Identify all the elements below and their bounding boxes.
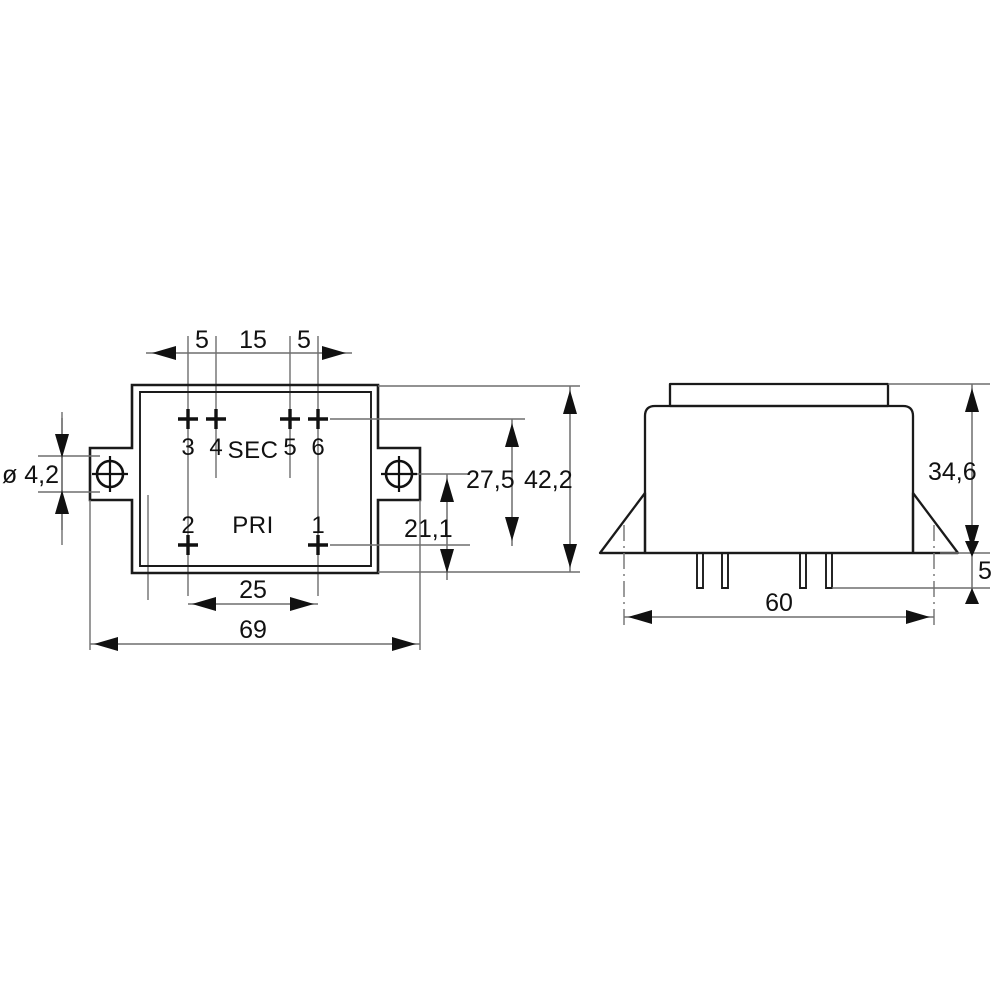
dim-21-1-arrow-top [440,478,454,502]
terminal-label-5: 5 [283,434,296,461]
terminal-label-1: 1 [311,512,324,539]
dim-42-2-arrow-top [563,390,577,414]
terminal-mark-6 [308,409,328,429]
front-pin-3 [799,553,807,589]
dim-60-arrow-right [906,610,930,624]
dim-label-hole-diameter: ø 4,2 [2,461,59,489]
dim-69-arrow-left [94,637,118,651]
terminal-label-2: 2 [181,512,194,539]
dim-label-42-2: 42,2 [524,466,573,494]
top-view-group: 3 4 5 6 2 1 SEC PRI 5 15 5 ø 4,2 [2,326,580,651]
terminal-mark-4 [206,409,226,429]
mounting-hole-right [381,456,417,492]
dim-27-5-group: 27,5 [466,419,519,546]
dim-25-arrow-right [290,597,314,611]
dim-hole-diameter: ø 4,2 [2,418,100,530]
dim-34-6-group: 34,6 [928,384,979,553]
dim-34-6-arrow-bottom [965,525,979,549]
dim-label-5-pin: 5 [978,557,992,585]
dim-42-2-group: 42,2 [524,386,577,572]
terminal-mark-3 [178,409,198,429]
dim-label-21-1: 21,1 [404,515,453,543]
terminal-marks-sec [178,409,328,429]
dim-label-69: 69 [239,616,267,644]
dim-42-2-arrow-bottom [563,544,577,568]
dim-34-6-arrow-top [965,388,979,412]
dim-label-5-right: 5 [297,326,311,354]
front-view-group: 34,6 5 60 [598,382,992,625]
front-pin-1 [696,553,704,589]
dim-21-1-arrow-bottom [440,549,454,573]
dim-hole-arrow-top [55,434,69,458]
dim-label-27-5: 27,5 [466,466,515,494]
dim-25-group: 25 [188,576,318,611]
winding-label-sec: SEC [228,437,279,464]
dim-label-5-left: 5 [195,326,209,354]
dim-hole-arrow-bottom [55,490,69,514]
front-pin-2 [721,553,729,589]
dim-chain-top: 5 15 5 [146,326,352,360]
terminal-mark-2 [178,535,198,555]
terminal-label-6: 6 [311,434,324,461]
housing-outer-contour [88,383,422,575]
dim-chain-top-arrow-right [322,346,346,360]
dim-69-arrow-right [392,637,416,651]
front-pin-4 [825,553,833,589]
dim-label-15: 15 [239,326,267,354]
dim-label-34-6: 34,6 [928,458,977,486]
dim-69-group: 69 [89,500,421,651]
dim-5-pin-arrow-top [965,541,979,557]
housing-inner-contour [139,391,372,567]
dim-25-arrow-left [192,597,216,611]
housing-outline [88,383,422,575]
terminal-marks-pri [178,535,328,555]
dim-label-25: 25 [239,576,267,604]
dim-27-5-arrow-bottom [505,517,519,541]
terminal-mark-1 [308,535,328,555]
dim-5-pin-arrow-bottom [965,588,979,604]
mounting-hole-left [92,456,128,492]
dim-chain-top-arrow-left [152,346,176,360]
dim-60-group: 60 [624,589,934,624]
winding-label-pri: PRI [232,512,274,539]
housing-front-body [643,404,915,555]
terminal-label-3: 3 [181,434,194,461]
front-view-pins [696,553,833,589]
dim-27-5-arrow-top [505,423,519,447]
terminal-label-4: 4 [209,434,222,461]
terminal-mark-5 [280,409,300,429]
dim-21-1-group: 21,1 [404,474,454,580]
dim-5-pin-group: 5 [965,541,992,604]
dim-label-60: 60 [765,589,793,617]
dim-60-arrow-left [628,610,652,624]
